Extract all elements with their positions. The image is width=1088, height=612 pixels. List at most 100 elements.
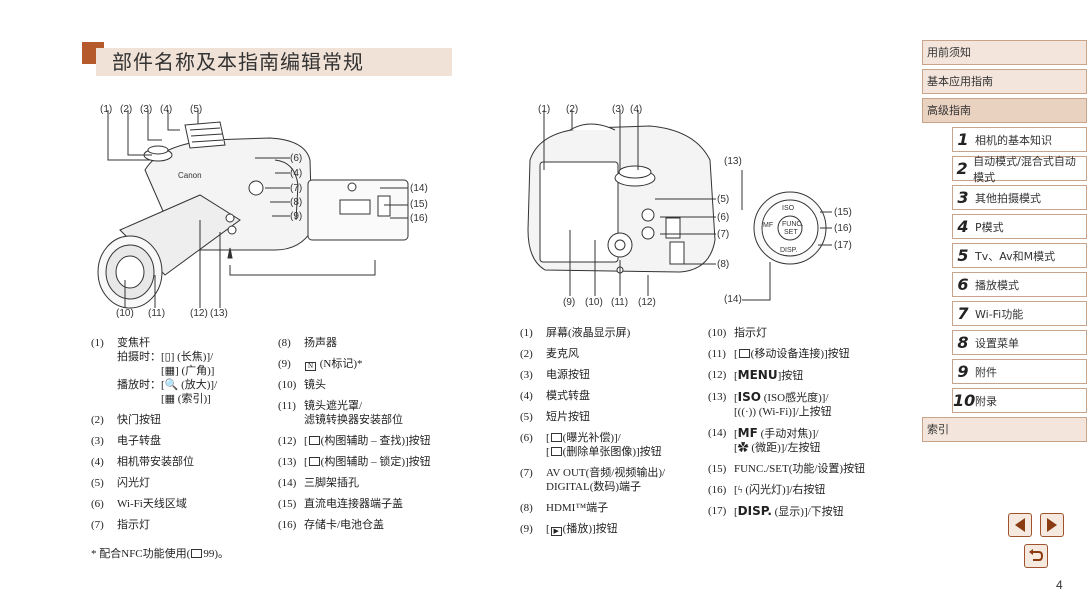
list-item: (6)Wi-Fi天线区域 [91,498,187,510]
wifi-icon: ((·)) [737,406,756,418]
list-item: (13)[ISO (ISO感光度)]/[((·)) (Wi-Fi)]/上按钮 [708,390,832,418]
list-item: (11)[(移动设备连接)]按钮 [708,348,850,360]
back-callout-13: (13) [724,156,742,167]
framing-lock-icon [308,457,320,466]
list-item: (8)HDMI™端子 [520,502,609,514]
sidebar-item-basic-guide[interactable]: 基本应用指南 [922,69,1087,94]
list-item: (7)AV OUT(音频/视频输出)/DIGITAL(数码)端子 [520,467,666,493]
list-item: (9)[▶(播放)]按钮 [520,523,618,536]
front-callout-11: (11) [148,308,166,319]
book-icon [191,549,203,558]
page-title: 部件名称及本指南编辑常规 [112,50,364,74]
list-item: (7)指示灯 [91,519,150,531]
exposure-comp-icon [550,433,562,442]
back-callout-8: (8) [717,259,730,270]
front-parts-list-1: (1) 变焦杆 拍摄时：[▯] (长焦)]/ [▦] (广角)] 播放时：[🔍 … [91,336,271,539]
sidebar-item-before-use[interactable]: 用前须知 [922,40,1087,65]
front-callout-10: (10) [116,308,134,319]
back-callout-10: (10) [585,297,603,308]
dial-mf-label: MF [763,222,773,229]
front-callout-6: (6) [290,153,303,164]
front-callout-3: (3) [140,104,153,115]
camera-back-diagram: ISO FUNC. SET MF DISP. [527,110,832,301]
back-callout-7: (7) [717,229,730,240]
mobile-device-icon [738,349,750,358]
page-number: 4 [1056,578,1063,592]
list-item: (12)[(构图辅助 – 查找)]按钮 [278,435,431,447]
front-callout-14: (14) [410,183,428,194]
dial-iso-label: ISO [782,205,795,212]
arrow-left-icon [1015,518,1025,532]
list-item: (6)[(曝光补偿)]/[(删除单张图像)]按钮 [520,432,662,458]
front-callout-12: (12) [190,308,208,319]
list-item: (15)直流电连接器端子盖 [278,498,403,510]
front-parts-list-2: (8)扬声器 (9)N (N标记)* (10)镜头 (11)镜头遮光罩/滤镜转换… [278,336,478,539]
dial-func-label: FUNC. [782,221,803,228]
front-callout-2: (2) [120,104,133,115]
back-callout-4: (4) [630,104,643,115]
list-item: (14)[MF (手动对焦)]/[✿ (微距)]/左按钮 [708,426,821,454]
n-mark-icon: N [305,362,316,371]
list-item: (11)镜头遮光罩/滤镜转换器安装部位 [278,400,403,426]
front-callout-15: (15) [410,199,428,210]
back-callout-14: (14) [724,294,742,305]
sidebar-item-index[interactable]: 索引 [922,417,1087,442]
return-button[interactable] [1024,544,1048,568]
back-callout-16: (16) [834,223,852,234]
front-callout-4: (4) [160,104,173,115]
camera-front-diagram: Canon [97,110,409,309]
sidebar-item-advanced-guide[interactable]: 高级指南 [922,98,1087,123]
list-item: (15)FUNC./SET(功能/设置)按钮 [708,463,866,475]
list-item: (5)短片按钮 [520,411,590,423]
return-icon [1029,549,1044,561]
footnote: * 配合NFC功能使用(99)。 [91,548,229,560]
play-icon: ▶ [550,527,562,536]
flash-icon: ϟ [737,484,743,496]
back-callout-1: (1) [538,104,551,115]
front-callout-4b: (4) [290,168,303,179]
prev-page-button[interactable] [1008,513,1032,537]
macro-flower-icon: ✿ [737,442,749,454]
list-item: (16)[ϟ (闪光灯)]/右按钮 [708,484,826,496]
front-callout-7: (7) [290,183,303,194]
list-item: (2)麦克风 [520,348,579,360]
dial-disp-label: DISP. [780,247,797,254]
list-item: (12)[MENU]按钮 [708,368,804,382]
title-block: 部件名称及本指南编辑常规 [82,42,452,76]
back-callout-2: (2) [566,104,579,115]
list-item: (4)模式转盘 [520,390,590,402]
back-callout-5: (5) [717,194,730,205]
list-item: (10)镜头 [278,379,326,391]
list-item: (3)电源按钮 [520,369,590,381]
list-item: (3)电子转盘 [91,435,161,447]
list-item: (17)[DISP. (显示)]/下按钮 [708,504,844,518]
list-item: (1)屏幕(液晶显示屏) [520,327,631,339]
list-item: (1) 变焦杆 拍摄时：[▯] (长焦)]/ [▦] (广角)] 播放时：[🔍 … [91,337,218,405]
list-item: (2)快门按钮 [91,414,161,426]
list-item: (5)闪光灯 [91,477,150,489]
front-callout-16: (16) [410,213,428,224]
front-callout-9: (9) [290,211,303,222]
list-item: (13)[(构图辅助 – 锁定)]按钮 [278,456,431,468]
list-item: (16)存储卡/电池仓盖 [278,519,385,531]
front-callout-1: (1) [100,104,113,115]
next-page-button[interactable] [1040,513,1064,537]
dial-set-label: SET [784,229,798,236]
list-item: (4)相机带安装部位 [91,456,194,468]
arrow-right-icon [1047,518,1057,532]
front-callout-13: (13) [210,308,228,319]
back-parts-list-2: (10)指示灯 (11)[(移动设备连接)]按钮 (12)[MENU]按钮 (1… [708,326,908,526]
back-callout-15: (15) [834,207,852,218]
front-callout-5: (5) [190,104,203,115]
